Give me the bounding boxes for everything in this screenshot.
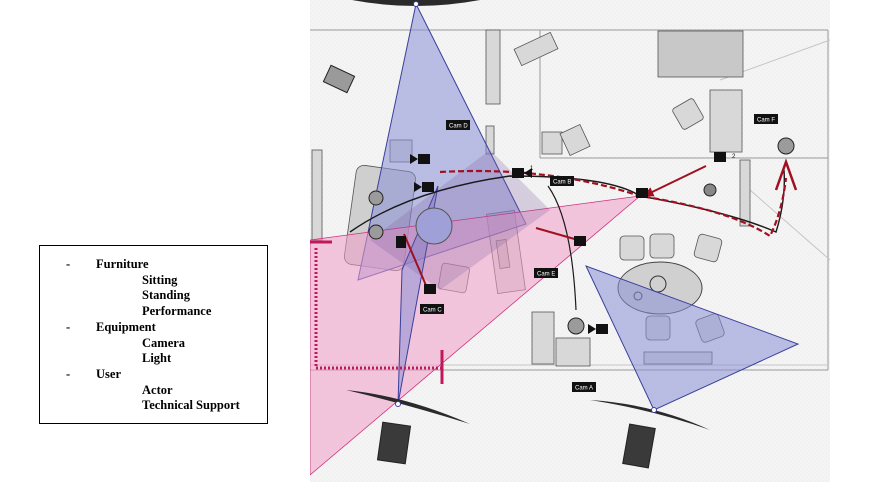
- furniture-cabinet: [531, 311, 555, 365]
- legend-bullet: -: [66, 367, 71, 381]
- legend-item-camera: Camera: [142, 336, 186, 350]
- camera-icon: [396, 236, 406, 248]
- marker-1: 1: [530, 166, 534, 172]
- actor-icon: [567, 317, 585, 335]
- legend-category-furniture: Furniture: [96, 257, 149, 271]
- camera-icon: [512, 168, 524, 178]
- cam-f-label: Cam F: [757, 118, 775, 124]
- cam-d-label: Cam D: [449, 124, 468, 130]
- furniture-seat: [541, 131, 563, 155]
- actor-icon: [368, 224, 384, 240]
- actor-icon: [777, 137, 795, 155]
- light-point: [395, 401, 401, 407]
- furniture-cabinet: [555, 337, 591, 367]
- furniture-seat: [559, 123, 591, 157]
- workstation-icon: [376, 421, 412, 465]
- camera-labels: Cam D Cam B Cam F Cam E Cam C Cam A: [420, 114, 778, 392]
- legend-item-actor: Actor: [142, 383, 173, 397]
- legend-bullet: -: [66, 320, 71, 334]
- marker-2: 2: [732, 154, 736, 160]
- furniture-chair: [649, 233, 675, 259]
- camera-icon: [424, 284, 436, 294]
- camera-icon: [596, 324, 608, 334]
- cam-a-view-cone: [585, 265, 800, 411]
- legend-item-performance: Performance: [142, 304, 212, 318]
- furniture-chair: [693, 233, 723, 263]
- legend-item-light: Light: [142, 351, 172, 365]
- cam-b-view-cone: [310, 195, 642, 476]
- legend-bullet: -: [66, 257, 71, 271]
- actor-path: [349, 169, 786, 233]
- light-point: [651, 407, 657, 413]
- camera-move-arrow: [643, 165, 707, 197]
- legend-box: - Furniture Sitting Standing Performance…: [39, 245, 268, 424]
- floor-plan: Cam D Cam B Cam F Cam E Cam C Cam A 1 2: [310, 0, 830, 482]
- furniture-seat: [672, 98, 704, 130]
- tech-support-stations: [322, 64, 656, 469]
- workstation-icon: [622, 423, 656, 469]
- floor-plan-svg: Cam D Cam B Cam F Cam E Cam C Cam A 1 2: [310, 0, 830, 482]
- camera-move-line: [403, 233, 429, 291]
- actor-path: [547, 185, 577, 311]
- legend-category-user: User: [96, 367, 121, 381]
- actor-icon: [368, 190, 384, 206]
- actor-icon: [703, 183, 717, 197]
- furniture-panel: [513, 31, 559, 67]
- cam-b-label: Cam B: [553, 180, 571, 186]
- set-piece-drum: [415, 207, 453, 245]
- legend-item-standing: Standing: [142, 288, 190, 302]
- furniture-desk: [709, 89, 743, 153]
- furniture-cabinet: [485, 29, 501, 105]
- camera-move-line: [535, 227, 579, 241]
- legend-item-sitting: Sitting: [142, 273, 178, 287]
- legend-item-technical-support: Technical Support: [142, 398, 240, 412]
- workstation-icon: [322, 64, 356, 94]
- cam-c-label: Cam C: [423, 308, 442, 314]
- camera-icon: [418, 154, 430, 164]
- furniture-chair: [619, 235, 645, 261]
- direction-arrow-icon: [774, 158, 798, 191]
- light-point: [413, 1, 419, 7]
- camera-icon: [636, 188, 648, 198]
- legend-category-equipment: Equipment: [96, 320, 156, 334]
- actors: [368, 137, 795, 335]
- magenta-markers: [310, 240, 444, 384]
- view-overlap: [370, 150, 550, 290]
- cam-e-label: Cam E: [537, 272, 555, 278]
- furniture-table: [657, 30, 744, 78]
- camera-icon: [574, 236, 586, 246]
- cameras: [396, 152, 726, 334]
- cam-a-label: Cam A: [575, 386, 593, 392]
- camera-icon: [422, 182, 434, 192]
- furniture-shelf: [311, 149, 323, 241]
- camera-icon: [714, 152, 726, 162]
- furniture-shelf: [739, 159, 751, 227]
